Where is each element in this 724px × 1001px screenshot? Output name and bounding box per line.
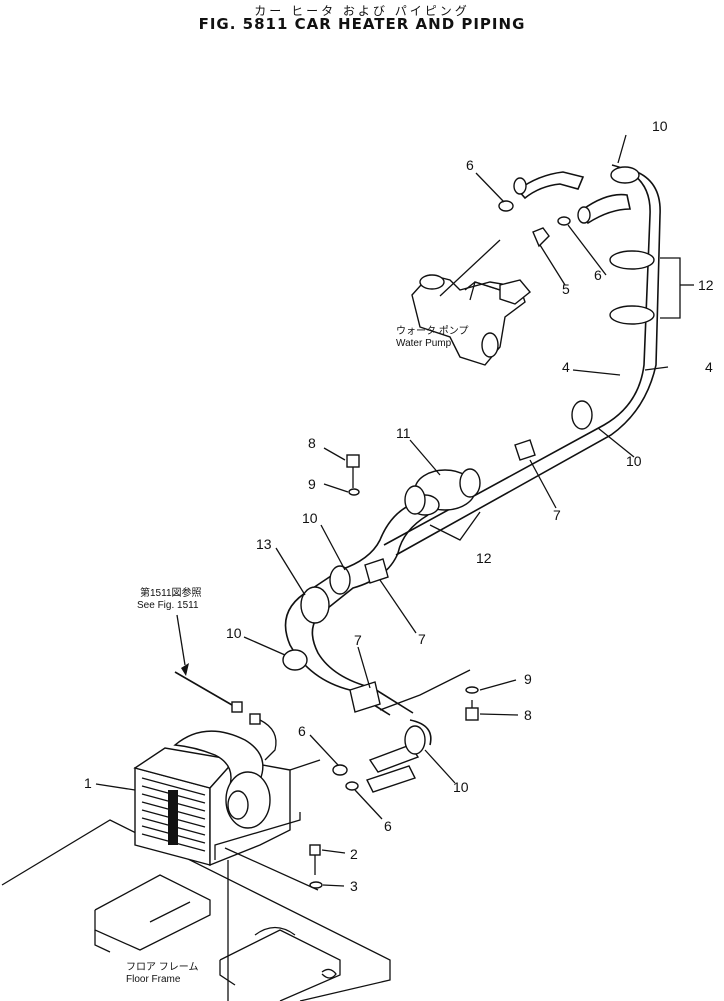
callout-1: 1: [84, 775, 92, 791]
floor-frame: [1, 819, 391, 1001]
callout-2: 2: [350, 846, 358, 862]
callout-10: 10: [226, 625, 242, 641]
water-pump: [411, 274, 531, 366]
water-pump-label: Water Pump: [396, 338, 452, 349]
callout-9: 9: [308, 476, 316, 492]
callout-7: 7: [418, 631, 426, 647]
callout-5: 5: [562, 281, 570, 297]
see-fig-label-jp: 第1511図参照: [140, 586, 202, 599]
callout-6: 6: [594, 267, 602, 283]
hose-clamps: [282, 166, 655, 755]
callout-8: 8: [524, 707, 532, 723]
wiring-harness: [174, 614, 277, 761]
callout-6: 6: [298, 723, 306, 739]
callout-7: 7: [354, 632, 362, 648]
see-fig-label: See Fig. 1511: [137, 600, 199, 611]
floor-frame-label-jp: フロア フレーム: [126, 961, 198, 973]
callout-10: 10: [626, 453, 642, 469]
callout-10: 10: [453, 779, 469, 795]
pipe-brackets: [349, 439, 536, 713]
callout-13: 13: [256, 536, 272, 552]
callout-7: 7: [553, 507, 561, 523]
callout-11: 11: [396, 425, 411, 441]
callout-12: 12: [698, 277, 714, 293]
callout-4: 4: [562, 359, 570, 375]
title-japanese: カー ヒータ および パイピング: [254, 4, 470, 18]
leader-lines: [95, 134, 694, 887]
water-pump-label-jp: ウォータ ポンプ: [396, 325, 468, 337]
callout-10: 10: [652, 118, 668, 134]
callout-9: 9: [524, 671, 532, 687]
callout-6: 6: [466, 157, 474, 173]
callout-8: 8: [308, 435, 316, 451]
callout-4: 4: [705, 359, 713, 375]
car-heater-unit: [133, 730, 321, 891]
callout-6: 6: [384, 818, 392, 834]
fasteners: [309, 200, 571, 889]
callout-3: 3: [350, 878, 358, 894]
figure-title: FIG. 5811 CAR HEATER AND PIPING: [198, 15, 526, 33]
callout-12: 12: [476, 550, 492, 566]
floor-frame-label: Floor Frame: [126, 974, 181, 985]
callout-10: 10: [302, 510, 318, 526]
